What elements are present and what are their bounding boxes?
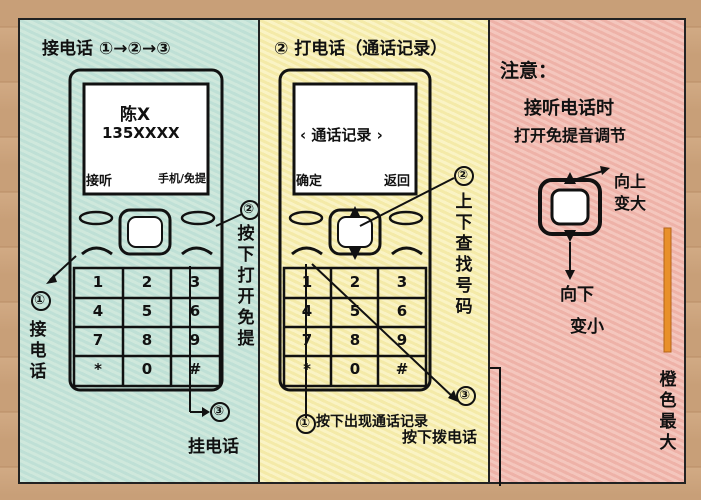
note-title: 注意：: [500, 60, 558, 82]
panel-answer-title: 接电话 ①→②→③: [42, 39, 171, 59]
step3-marker: ③: [459, 388, 471, 403]
key-9: 9: [396, 331, 408, 349]
key-8: 8: [141, 331, 153, 349]
panel-make-title: ② 打电话（通话记录）: [274, 39, 448, 59]
step1-marker: ①: [299, 416, 311, 431]
caller-name: 陈X: [120, 105, 151, 125]
volume-up-label-2: 变大: [614, 194, 647, 213]
soft-label-speaker: 手机/免提: [158, 172, 207, 185]
caller-number: 135XXXX: [102, 124, 180, 142]
instruction-sheet: 接电话 ①→②→③: [18, 18, 686, 486]
phone-drawing-1: [31, 68, 258, 422]
step1-label: 按下出现通话记录: [316, 414, 428, 430]
volume-up-label-1: 向上: [614, 172, 647, 191]
key-7: 7: [301, 331, 313, 349]
key-2: 2: [141, 273, 153, 291]
step2-label: 上下查找号码: [455, 192, 473, 317]
key-1: 1: [92, 273, 104, 291]
key-7: 7: [92, 331, 104, 349]
step2-marker: ②: [243, 202, 255, 217]
volume-down-label-2: 变小: [570, 317, 604, 337]
key-0: 0: [349, 360, 361, 378]
panel-note: 注意： 接听电话时 打开免提音调节 向上 变大 向下 变小 橙色最大: [488, 20, 684, 486]
key-star: *: [303, 360, 311, 378]
key-hash: #: [188, 360, 202, 378]
step2-marker: ②: [457, 168, 469, 183]
key-4: 4: [92, 302, 104, 320]
key-5: 5: [349, 302, 361, 320]
key-4: 4: [301, 302, 313, 320]
key-8: 8: [349, 331, 361, 349]
volume-key-drawing: [490, 166, 672, 486]
soft-label-back: 返回: [384, 174, 411, 189]
key-9: 9: [189, 331, 201, 349]
step3-label: 挂电话: [188, 437, 239, 457]
note-line-2: 打开免提音调节: [514, 126, 627, 145]
panel-make-call: ② 打电话（通话记录）: [258, 20, 488, 482]
max-volume-label: 橙色最大: [659, 370, 677, 453]
key-star: *: [94, 360, 102, 378]
screen-call-log: ‹ 通话记录 ›: [300, 126, 383, 144]
note-line-1: 接听电话时: [524, 98, 614, 119]
key-2: 2: [349, 273, 361, 291]
step2-label: 按下打开免提: [237, 224, 255, 349]
volume-down-label-1: 向下: [560, 285, 594, 305]
key-3: 3: [396, 273, 408, 291]
key-6: 6: [396, 302, 408, 320]
soft-label-confirm: 确定: [296, 174, 323, 189]
step1-marker: ①: [34, 293, 46, 308]
key-hash: #: [395, 360, 409, 378]
key-6: 6: [189, 302, 201, 320]
step3-marker: ③: [213, 404, 225, 419]
panel-answer-call: 接电话 ①→②→③: [20, 20, 258, 482]
step1-label: 接电话: [29, 320, 47, 382]
soft-label-answer: 接听: [86, 174, 113, 189]
key-0: 0: [141, 360, 153, 378]
key-1: 1: [301, 273, 313, 291]
key-3: 3: [189, 273, 201, 291]
key-5: 5: [141, 302, 153, 320]
phone-drawing-2: [278, 68, 476, 434]
step3-label: 按下拨电话: [402, 428, 478, 446]
